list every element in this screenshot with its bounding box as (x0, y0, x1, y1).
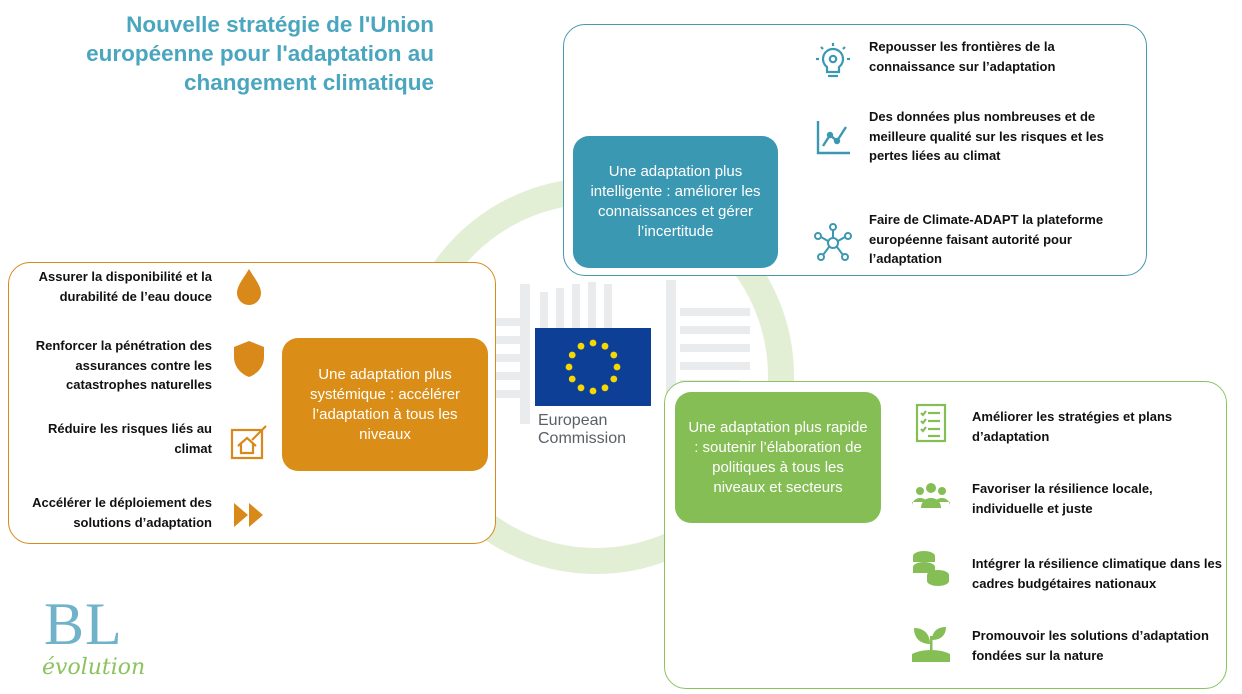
systemic-item-2: Renforcer la pénétration des assurances … (35, 338, 212, 392)
eu-stars (565, 339, 621, 395)
rapid-item-3: Intégrer la résilience climatique dans l… (972, 556, 1222, 591)
line-chart-icon (812, 117, 854, 159)
coins-icon (910, 547, 952, 589)
people-group-icon (910, 476, 952, 518)
rapid-item-4: Promouvoir les solutions d’adaptation fo… (972, 628, 1209, 663)
systemic-pillar-label: Une adaptation plus systémique : accélér… (282, 338, 488, 471)
intelligent-item-3: Faire de Climate-ADAPT la plateforme eur… (869, 212, 1104, 266)
water-drop-icon (228, 266, 270, 308)
checklist-icon (910, 402, 952, 444)
sprout-icon (910, 622, 952, 664)
systemic-item-1: Assurer la disponibilité et la durabilit… (38, 269, 212, 304)
lightbulb-gear-icon (812, 40, 854, 82)
ec-label-line2: Commission (538, 430, 627, 447)
bl-logo-tagline: évolution (42, 655, 146, 680)
rapid-item-1: Améliorer les stratégies et plans d’adap… (972, 409, 1173, 444)
fast-forward-icon (228, 494, 270, 536)
bl-logo-letters: BL (44, 591, 123, 657)
shield-icon (228, 338, 270, 380)
house-plan-icon (228, 422, 270, 464)
page-title: Nouvelle stratégie de l'Union européenne… (86, 12, 434, 95)
intelligent-item-2: Des données plus nombreuses et de meille… (869, 109, 1104, 163)
intelligent-item-1: Repousser les frontières de la connaissa… (869, 39, 1056, 74)
systemic-item-3: Réduire les risques liés au climat (47, 421, 212, 456)
rapid-item-2: Favoriser la résilience locale, individu… (972, 481, 1153, 516)
rapid-pillar-label: Une adaptation plus rapide : soutenir l’… (675, 392, 881, 523)
intelligent-pillar-label: Une adaptation plus intelligente : améli… (573, 136, 778, 268)
network-icon (812, 222, 854, 264)
systemic-item-4: Accélérer le déploiement des solutions d… (32, 495, 212, 530)
ec-label-line1: European (538, 412, 608, 429)
